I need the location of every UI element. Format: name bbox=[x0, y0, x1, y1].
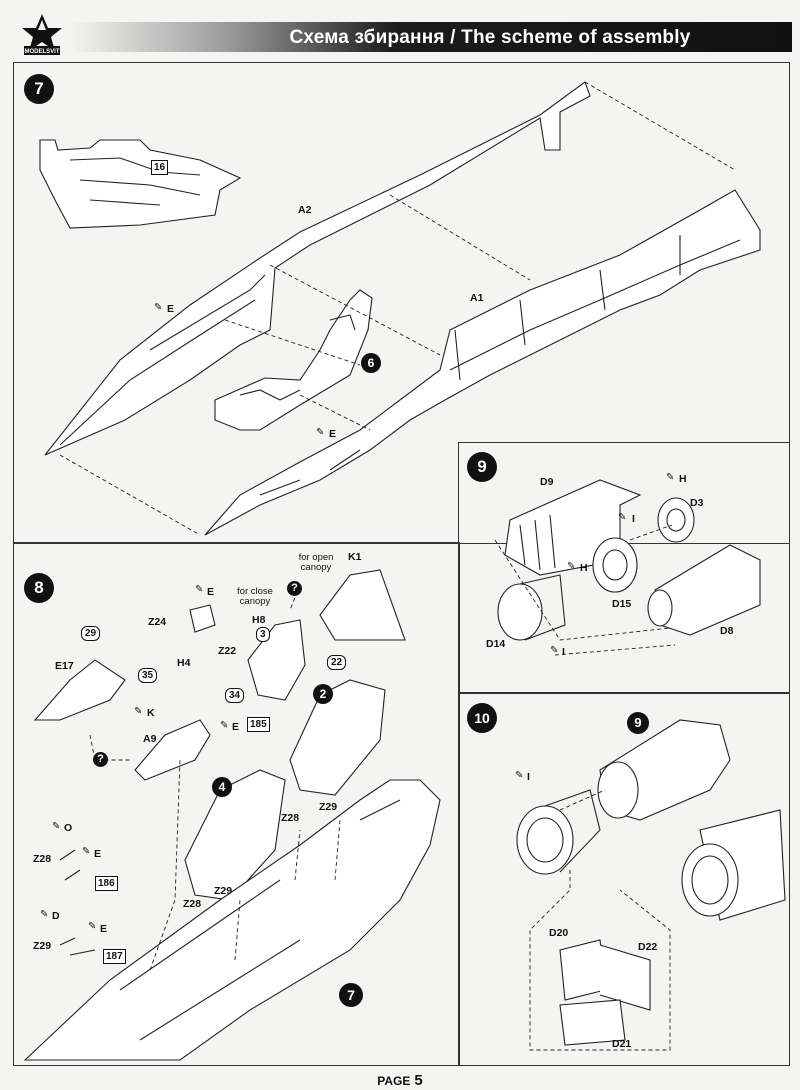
sub-assembly-9-badge: 9 bbox=[627, 712, 649, 734]
glue-i-icon: ✎ bbox=[515, 770, 524, 781]
brand-logo-text: MODELSVIT bbox=[24, 49, 59, 55]
part-a2-label: A2 bbox=[298, 204, 312, 216]
glue-e-label-2: E bbox=[329, 428, 337, 440]
part-z28-mid-label: Z28 bbox=[281, 812, 300, 824]
glue-e-mid-label: E bbox=[232, 721, 240, 733]
glue-e-icon: ✎ bbox=[195, 584, 204, 595]
glue-i-label-2: I bbox=[562, 646, 565, 658]
glue-k-label: K bbox=[147, 707, 155, 719]
step-9-badge: 9 bbox=[467, 452, 497, 482]
part-z28-low-label: Z28 bbox=[183, 898, 202, 910]
step8-panel bbox=[13, 542, 460, 1066]
glue-e-icon: ✎ bbox=[82, 846, 91, 857]
ref-16-label: 16 bbox=[151, 160, 169, 175]
glue-i-icon: ✎ bbox=[550, 645, 559, 656]
step10-panel bbox=[458, 692, 790, 1066]
part-z24-label: Z24 bbox=[148, 616, 167, 628]
part-k1-label: K1 bbox=[348, 551, 362, 563]
sub-assembly-7-badge: 7 bbox=[339, 983, 363, 1007]
page-title: Схема збирання / The scheme of assembly bbox=[289, 27, 691, 48]
part-z29-left-label: Z29 bbox=[33, 940, 52, 952]
glue-h-icon: ✎ bbox=[666, 472, 675, 483]
for-open-canopy-note: for open canopy bbox=[298, 552, 334, 573]
glue-e-top-label: E bbox=[207, 586, 215, 598]
part-e17-label: E17 bbox=[55, 660, 74, 672]
ref-29-label: 29 bbox=[81, 626, 101, 641]
glue-h-label-1: H bbox=[679, 473, 687, 485]
sub-assembly-2-badge: 2 bbox=[313, 684, 333, 704]
page-header: Схема збирання / The scheme of assembly bbox=[0, 14, 800, 54]
part-a9-label: A9 bbox=[143, 733, 157, 745]
step-10-badge: 10 bbox=[467, 703, 497, 733]
glue-d-label: D bbox=[52, 910, 60, 922]
part-z29-low-label: Z29 bbox=[214, 885, 233, 897]
glue-e-left-label-2: E bbox=[100, 923, 108, 935]
glue-i-label: I bbox=[527, 771, 530, 783]
sub-assembly-4-badge: 4 bbox=[212, 777, 232, 797]
part-d15-label: D15 bbox=[612, 598, 632, 610]
glue-i-label-1: I bbox=[632, 513, 635, 525]
glue-k-icon: ✎ bbox=[134, 706, 143, 717]
part-d20-label: D20 bbox=[549, 927, 569, 939]
ref-34-label: 34 bbox=[225, 688, 245, 703]
step7-panel bbox=[13, 62, 790, 544]
glue-o-icon: ✎ bbox=[52, 821, 61, 832]
ref-3-label: 3 bbox=[256, 627, 270, 642]
glue-i-icon: ✎ bbox=[618, 512, 627, 523]
part-h8-label: H8 bbox=[252, 614, 266, 626]
question-icon: ? bbox=[287, 581, 302, 596]
ref-35-label: 35 bbox=[138, 668, 158, 683]
page-number: 5 bbox=[414, 1072, 423, 1089]
glue-e-left-label-1: E bbox=[94, 848, 102, 860]
sub-assembly-6-badge: 6 bbox=[361, 353, 381, 373]
part-z28-left-label: Z28 bbox=[33, 853, 52, 865]
part-h4-label: H4 bbox=[177, 657, 191, 669]
ref-22-label: 22 bbox=[327, 655, 347, 670]
glue-e-icon: ✎ bbox=[220, 720, 229, 731]
part-z29-mid-label: Z29 bbox=[319, 801, 338, 813]
question-icon: ? bbox=[93, 752, 108, 767]
ref-185-label: 185 bbox=[247, 717, 270, 732]
part-d3-label: D3 bbox=[690, 497, 704, 509]
brand-logo: MODELSVIT bbox=[18, 12, 66, 56]
ref-187-label: 187 bbox=[103, 949, 126, 964]
part-d9-label: D9 bbox=[540, 476, 554, 488]
page-word: PAGE bbox=[377, 1074, 411, 1088]
glue-e-icon: ✎ bbox=[154, 302, 163, 313]
part-a1-label: A1 bbox=[470, 292, 484, 304]
glue-h-label-2: H bbox=[580, 562, 588, 574]
glue-e-label-1: E bbox=[167, 303, 175, 315]
ref-186-label: 186 bbox=[95, 876, 118, 891]
step-7-badge: 7 bbox=[24, 74, 54, 104]
part-z22-label: Z22 bbox=[218, 645, 237, 657]
glue-e-icon: ✎ bbox=[316, 427, 325, 438]
part-d21-label: D21 bbox=[612, 1038, 632, 1050]
part-d14-label: D14 bbox=[486, 638, 506, 650]
step-8-badge: 8 bbox=[24, 573, 54, 603]
part-d8-label: D8 bbox=[720, 625, 734, 637]
glue-h-icon: ✎ bbox=[567, 561, 576, 572]
glue-o-label: O bbox=[64, 822, 73, 834]
glue-d-icon: ✎ bbox=[40, 909, 49, 920]
step9-panel bbox=[458, 442, 790, 694]
part-d22-label: D22 bbox=[638, 941, 658, 953]
header-bar bbox=[70, 22, 792, 52]
glue-e-icon: ✎ bbox=[88, 921, 97, 932]
for-close-canopy-note: for close canopy bbox=[237, 586, 273, 607]
